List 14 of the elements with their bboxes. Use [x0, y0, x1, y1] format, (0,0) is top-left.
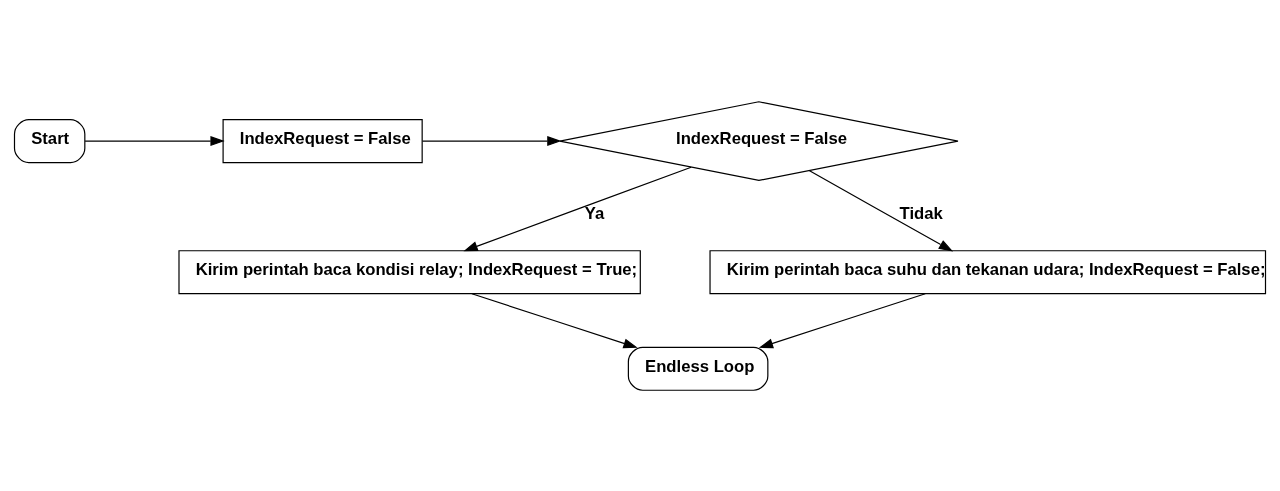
node-box: Endless Loop	[627, 346, 769, 391]
edge-label: Ya	[584, 203, 605, 223]
arrow	[471, 292, 638, 348]
arrow	[808, 169, 954, 252]
edge-label: Tidak	[899, 203, 943, 223]
arrow	[421, 135, 562, 146]
node-box: Start	[13, 118, 86, 163]
arrow	[463, 166, 692, 251]
node-diamond: IndexRequest = False	[559, 100, 959, 181]
node-box: Kirim perintah baca suhu dan tekanan udara; IndexRequest = False;	[709, 249, 1267, 294]
node-box: Kirim perintah baca kondisi relay; IndexRequest = True;	[178, 249, 641, 294]
arrow	[84, 135, 225, 146]
node-box: IndexRequest = False	[222, 118, 423, 163]
arrow	[758, 292, 926, 348]
